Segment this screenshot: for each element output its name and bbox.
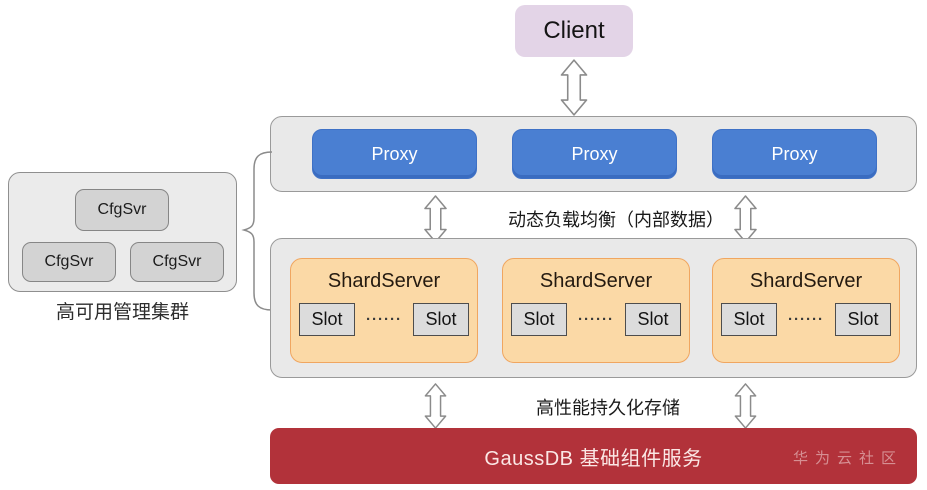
slot-label: Slot <box>637 309 669 329</box>
gaussdb-base-title: GaussDB 基础组件服务 <box>484 447 703 470</box>
proxy-node-3: Proxy <box>712 129 877 179</box>
cfgsvr-node-3: CfgSvr <box>130 242 224 282</box>
shardserver-node-1: ShardServer Slot ······ Slot <box>290 258 478 363</box>
slot-label: Slot <box>847 309 879 329</box>
cfgsvr-node-1: CfgSvr <box>75 189 169 231</box>
proxy-label: Proxy <box>371 143 418 164</box>
slot-label: Slot <box>523 309 555 329</box>
cfg-cluster-container: CfgSvr CfgSvr CfgSvr <box>8 172 237 292</box>
cfg-cluster-caption: 高可用管理集群 <box>55 302 189 323</box>
storage-label: 高性能持久化存储 <box>536 398 680 418</box>
proxy-label: Proxy <box>771 143 818 164</box>
slot-label: Slot <box>311 309 343 329</box>
slot-box: Slot <box>624 303 681 336</box>
storage-double-arrow-right-icon <box>734 383 757 429</box>
shardserver-title: ShardServer <box>327 270 441 292</box>
cluster-brace-connector <box>241 151 273 311</box>
huawei-cloud-watermark: 华为云社区 <box>792 450 903 467</box>
slot-row: Slot ······ Slot <box>713 303 899 336</box>
slot-row: Slot ······ Slot <box>503 303 689 336</box>
shardserver-title: ShardServer <box>749 270 863 292</box>
slot-ellipsis: ······ <box>578 311 614 328</box>
load-balance-label: 动态负载均衡（内部数据） <box>508 210 724 230</box>
slot-box: Slot <box>834 303 891 336</box>
slot-label: Slot <box>733 309 765 329</box>
slot-ellipsis: ······ <box>788 311 824 328</box>
slot-box: Slot <box>721 303 777 336</box>
gaussdb-base-bar: GaussDB 基础组件服务 华为云社区 <box>270 428 917 484</box>
cfgsvr-label: CfgSvr <box>44 253 94 270</box>
cfgsvr-label: CfgSvr <box>97 201 147 218</box>
client-label: Client <box>543 17 605 44</box>
proxy-node-2: Proxy <box>512 129 677 179</box>
slot-box: Slot <box>412 303 469 336</box>
slot-row: Slot ······ Slot <box>291 303 477 336</box>
shardserver-title: ShardServer <box>539 270 653 292</box>
load-balance-double-arrow-left-icon <box>424 195 447 243</box>
client-node: Client <box>515 5 633 57</box>
slot-ellipsis: ······ <box>366 311 402 328</box>
proxy-node-1: Proxy <box>312 129 477 179</box>
load-balance-double-arrow-right-icon <box>734 195 757 243</box>
cfgsvr-node-2: CfgSvr <box>22 242 116 282</box>
proxy-label: Proxy <box>571 143 618 164</box>
cfgsvr-label: CfgSvr <box>152 253 202 270</box>
slot-label: Slot <box>425 309 457 329</box>
slot-box: Slot <box>511 303 567 336</box>
shardserver-node-2: ShardServer Slot ······ Slot <box>502 258 690 363</box>
storage-double-arrow-left-icon <box>424 383 447 429</box>
client-proxy-double-arrow-icon <box>560 59 588 116</box>
slot-box: Slot <box>299 303 355 336</box>
shardserver-node-3: ShardServer Slot ······ Slot <box>712 258 900 363</box>
